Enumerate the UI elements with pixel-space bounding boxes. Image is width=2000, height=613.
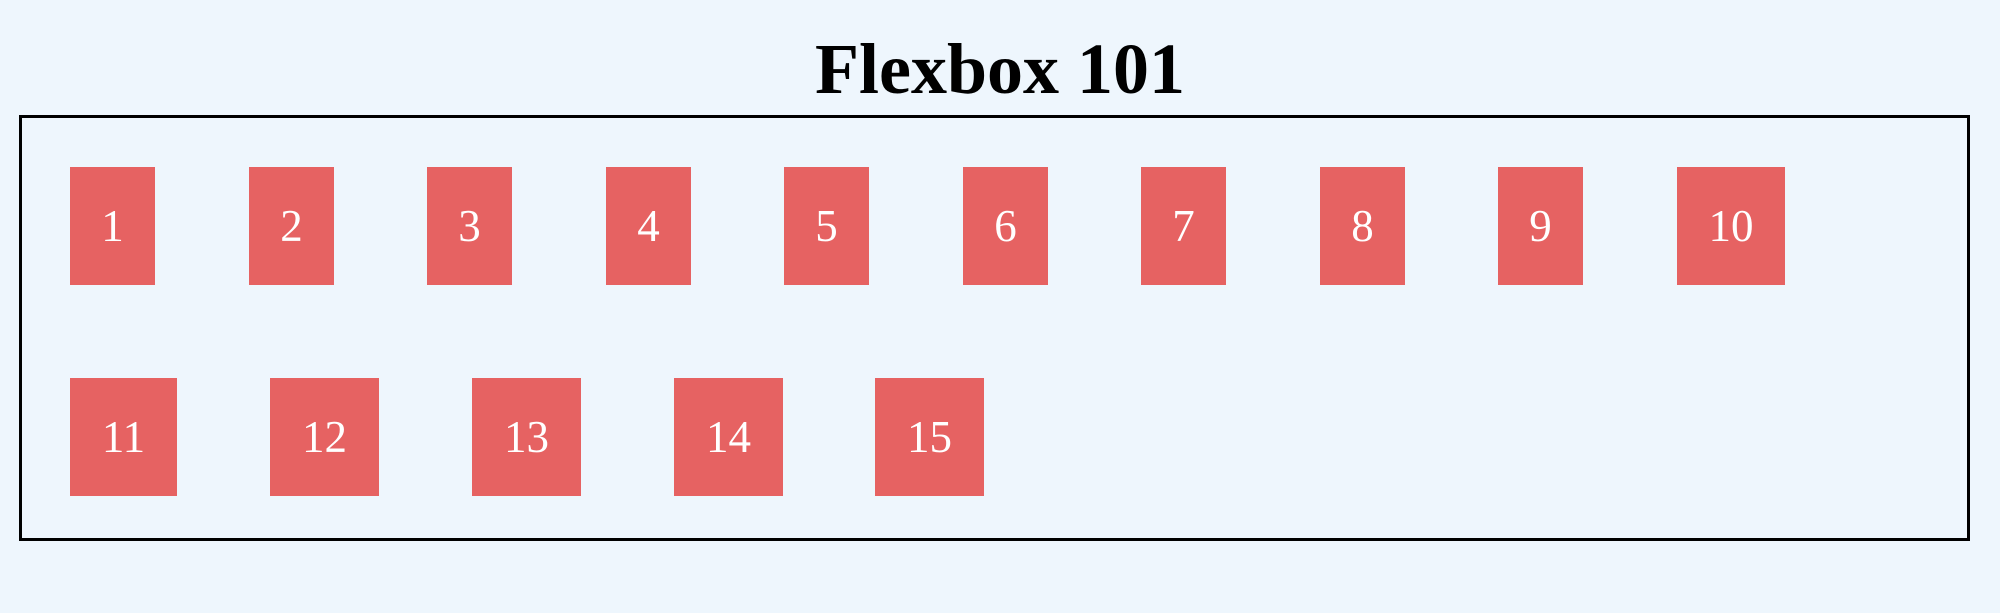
flex-item-1: 1 xyxy=(70,167,155,285)
page-title: Flexbox 101 xyxy=(815,29,1185,109)
flex-item-13: 13 xyxy=(472,378,581,496)
flex-item-4: 4 xyxy=(606,167,691,285)
flex-item-2: 2 xyxy=(249,167,334,285)
flex-item-9: 9 xyxy=(1498,167,1583,285)
flex-item-12: 12 xyxy=(270,378,379,496)
flex-container: 1 2 3 4 5 6 7 8 9 10 11 12 13 14 15 xyxy=(19,115,1970,541)
flex-item-15: 15 xyxy=(875,378,984,496)
flex-item-10: 10 xyxy=(1677,167,1785,285)
flex-item-11: 11 xyxy=(70,378,177,496)
flex-item-8: 8 xyxy=(1320,167,1405,285)
flex-item-14: 14 xyxy=(674,378,783,496)
flex-item-7: 7 xyxy=(1141,167,1226,285)
flex-item-5: 5 xyxy=(784,167,869,285)
flex-item-3: 3 xyxy=(427,167,512,285)
flex-item-6: 6 xyxy=(963,167,1048,285)
